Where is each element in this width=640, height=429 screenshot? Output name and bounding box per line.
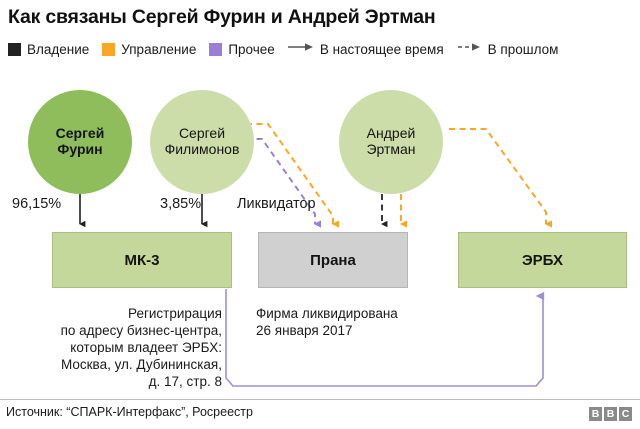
legend-item-past: В прошлом <box>457 40 559 58</box>
edge-label-liquidator: Ликвидатор <box>237 196 316 212</box>
company-label-erbx: ЭРБХ <box>521 251 564 269</box>
edge-label-furin-ownership: 96,15% <box>12 196 62 212</box>
legend-label-past: В прошлом <box>487 41 559 57</box>
legend-item-current: В настоящее время <box>287 40 444 58</box>
legend-label-management: Управление <box>121 41 197 57</box>
page-title: Как связаны Сергей Фурин и Андрей Эртман <box>8 6 436 28</box>
footer-divider <box>0 399 640 400</box>
edge-label-filimonov-ownership: 3,85% <box>160 196 202 212</box>
legend: Владение Управление Прочее В настоящее в… <box>8 40 572 58</box>
company-node-mk3[interactable]: МК-3 <box>52 232 232 288</box>
other-swatch-icon <box>209 42 223 56</box>
legend-label-other: Прочее <box>228 41 275 57</box>
company-node-prana[interactable]: Прана <box>258 232 408 288</box>
source-text: Источник: “СПАРК-Интерфакс”, Росреестр <box>6 405 253 419</box>
management-swatch-icon <box>102 42 116 56</box>
solid-arrow-icon <box>287 40 314 58</box>
company-label-prana: Прана <box>310 251 356 269</box>
edge-filimonov-prana-management <box>246 123 340 228</box>
bbc-logo-letter-3: C <box>619 407 632 421</box>
bbc-logo: B B C <box>589 407 632 421</box>
edge-mk3-address-erbx <box>225 289 545 387</box>
legend-label-current: В настоящее время <box>319 41 444 57</box>
legend-item-management: Управление <box>102 42 196 57</box>
bbc-logo-letter-1: B <box>589 407 602 421</box>
company-node-erbx[interactable]: ЭРБХ <box>458 232 627 288</box>
dashed-arrow-icon <box>457 40 482 58</box>
company-label-mk3: МК-3 <box>124 251 160 269</box>
legend-item-ownership: Владение <box>8 42 89 57</box>
legend-item-other: Прочее <box>209 41 275 57</box>
ownership-swatch-icon <box>8 42 21 56</box>
edge-ertman-erbx-management <box>449 128 553 228</box>
legend-label-ownership: Владение <box>27 41 90 57</box>
bbc-logo-letter-2: B <box>604 407 617 421</box>
